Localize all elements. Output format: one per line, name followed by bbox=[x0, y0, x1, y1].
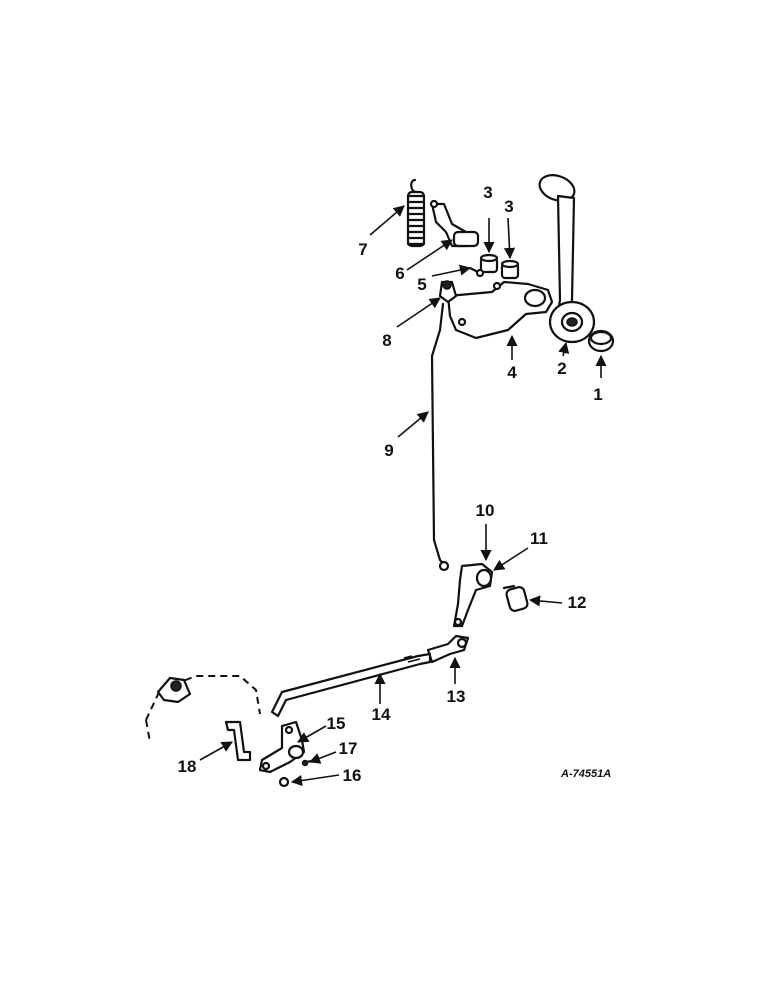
rod-end bbox=[426, 634, 470, 664]
callout-6: 6 bbox=[395, 264, 404, 283]
callout-8: 8 bbox=[382, 331, 391, 350]
reference-outline bbox=[145, 675, 261, 743]
mounting-bracket bbox=[224, 720, 252, 762]
callout-1: 1 bbox=[593, 385, 602, 404]
shift-lever bbox=[538, 174, 596, 344]
bell-crank bbox=[452, 562, 494, 628]
upper-rod bbox=[430, 302, 450, 572]
rod-clevis bbox=[438, 280, 458, 304]
callout-5: 5 bbox=[417, 275, 426, 294]
callout-16: 16 bbox=[343, 766, 362, 785]
leader-lines bbox=[199, 205, 607, 787]
spring bbox=[406, 178, 426, 248]
bolt bbox=[301, 758, 320, 767]
drawing-number: A-74551A bbox=[560, 768, 611, 780]
lever-bracket bbox=[446, 280, 554, 340]
bushing-right bbox=[500, 259, 520, 280]
lower-rod bbox=[270, 652, 432, 718]
callout-2: 2 bbox=[557, 359, 566, 378]
callout-17: 17 bbox=[339, 739, 358, 758]
callout-9: 9 bbox=[384, 441, 393, 460]
bushing-left bbox=[479, 253, 499, 274]
callout-3-right: 3 bbox=[504, 197, 513, 216]
lower-lever bbox=[258, 720, 306, 774]
callout-15: 15 bbox=[327, 714, 346, 733]
callout-4: 4 bbox=[507, 363, 517, 382]
callout-12: 12 bbox=[568, 593, 587, 612]
washer bbox=[278, 776, 290, 788]
callout-18: 18 bbox=[178, 757, 197, 776]
callout-7: 7 bbox=[358, 240, 367, 259]
lever-cap bbox=[587, 329, 615, 353]
pin bbox=[468, 266, 485, 278]
callout-14: 14 bbox=[372, 705, 391, 724]
lock-arm bbox=[429, 199, 480, 248]
callout-13: 13 bbox=[447, 687, 466, 706]
callout-3-left: 3 bbox=[483, 183, 492, 202]
callout-11: 11 bbox=[530, 529, 548, 548]
callout-10: 10 bbox=[476, 501, 495, 520]
stud bbox=[502, 584, 529, 612]
